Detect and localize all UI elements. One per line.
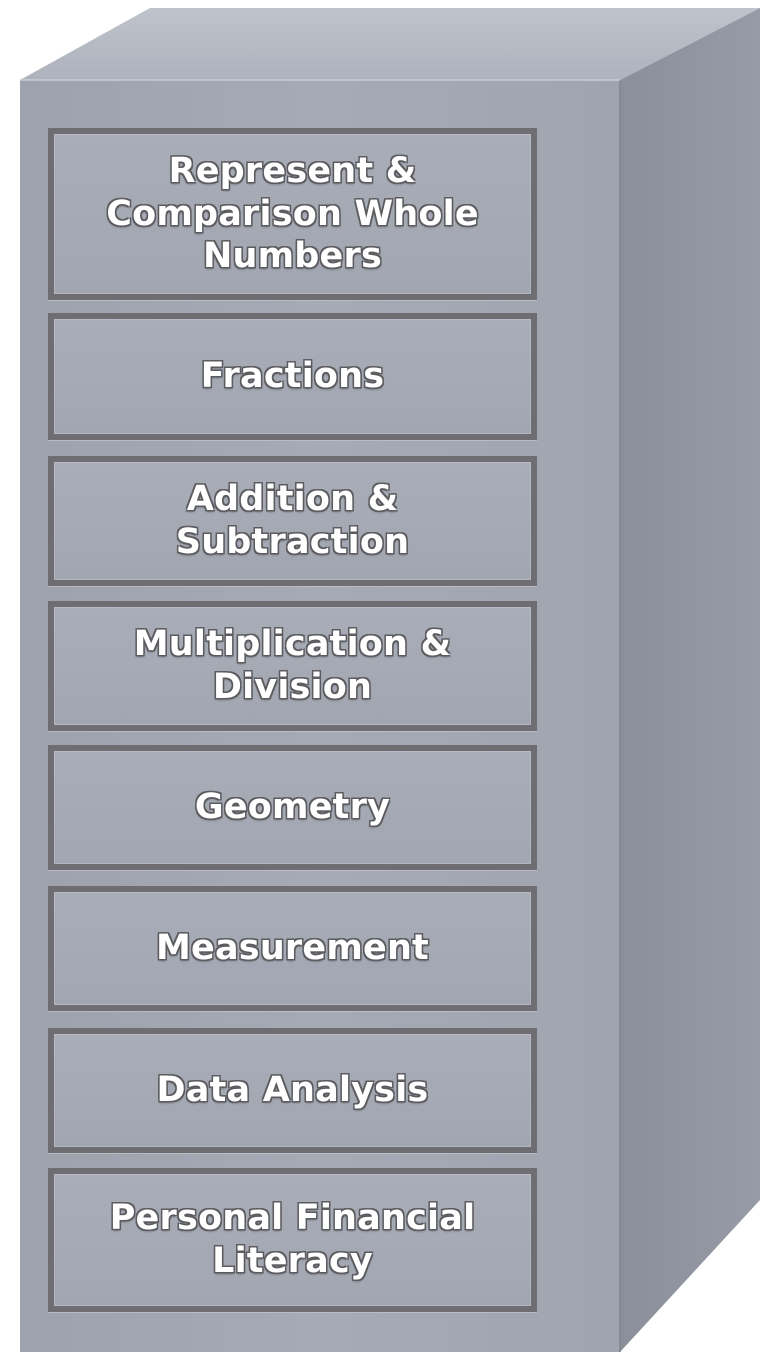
drawer-fractions: Fractions (48, 313, 537, 440)
drawer-data-analysis: Data Analysis (48, 1028, 537, 1153)
drawer-represent-compare-whole-numbers: Represent & Comparison Whole Numbers (48, 128, 537, 300)
drawer-multiplication-division: Multiplication & Division (48, 601, 537, 731)
cabinet-side (620, 8, 760, 1352)
drawer-addition-subtraction: Addition & Subtraction (48, 456, 537, 586)
drawer-label: Personal Financial Literacy (109, 1198, 476, 1281)
drawer-label: Addition & Subtraction (175, 479, 410, 562)
drawer-label: Data Analysis (156, 1070, 429, 1111)
drawer-label: Fractions (200, 356, 385, 397)
drawer-label: Geometry (194, 787, 391, 828)
drawer-label: Measurement (156, 928, 429, 969)
cabinet-top (20, 8, 760, 80)
drawer-label: Represent & Comparison Whole Numbers (106, 150, 479, 277)
drawer-measurement: Measurement (48, 886, 537, 1011)
drawer-geometry: Geometry (48, 745, 537, 870)
drawer-label: Multiplication & Division (133, 624, 452, 707)
drawer-personal-financial-literacy: Personal Financial Literacy (48, 1168, 537, 1312)
